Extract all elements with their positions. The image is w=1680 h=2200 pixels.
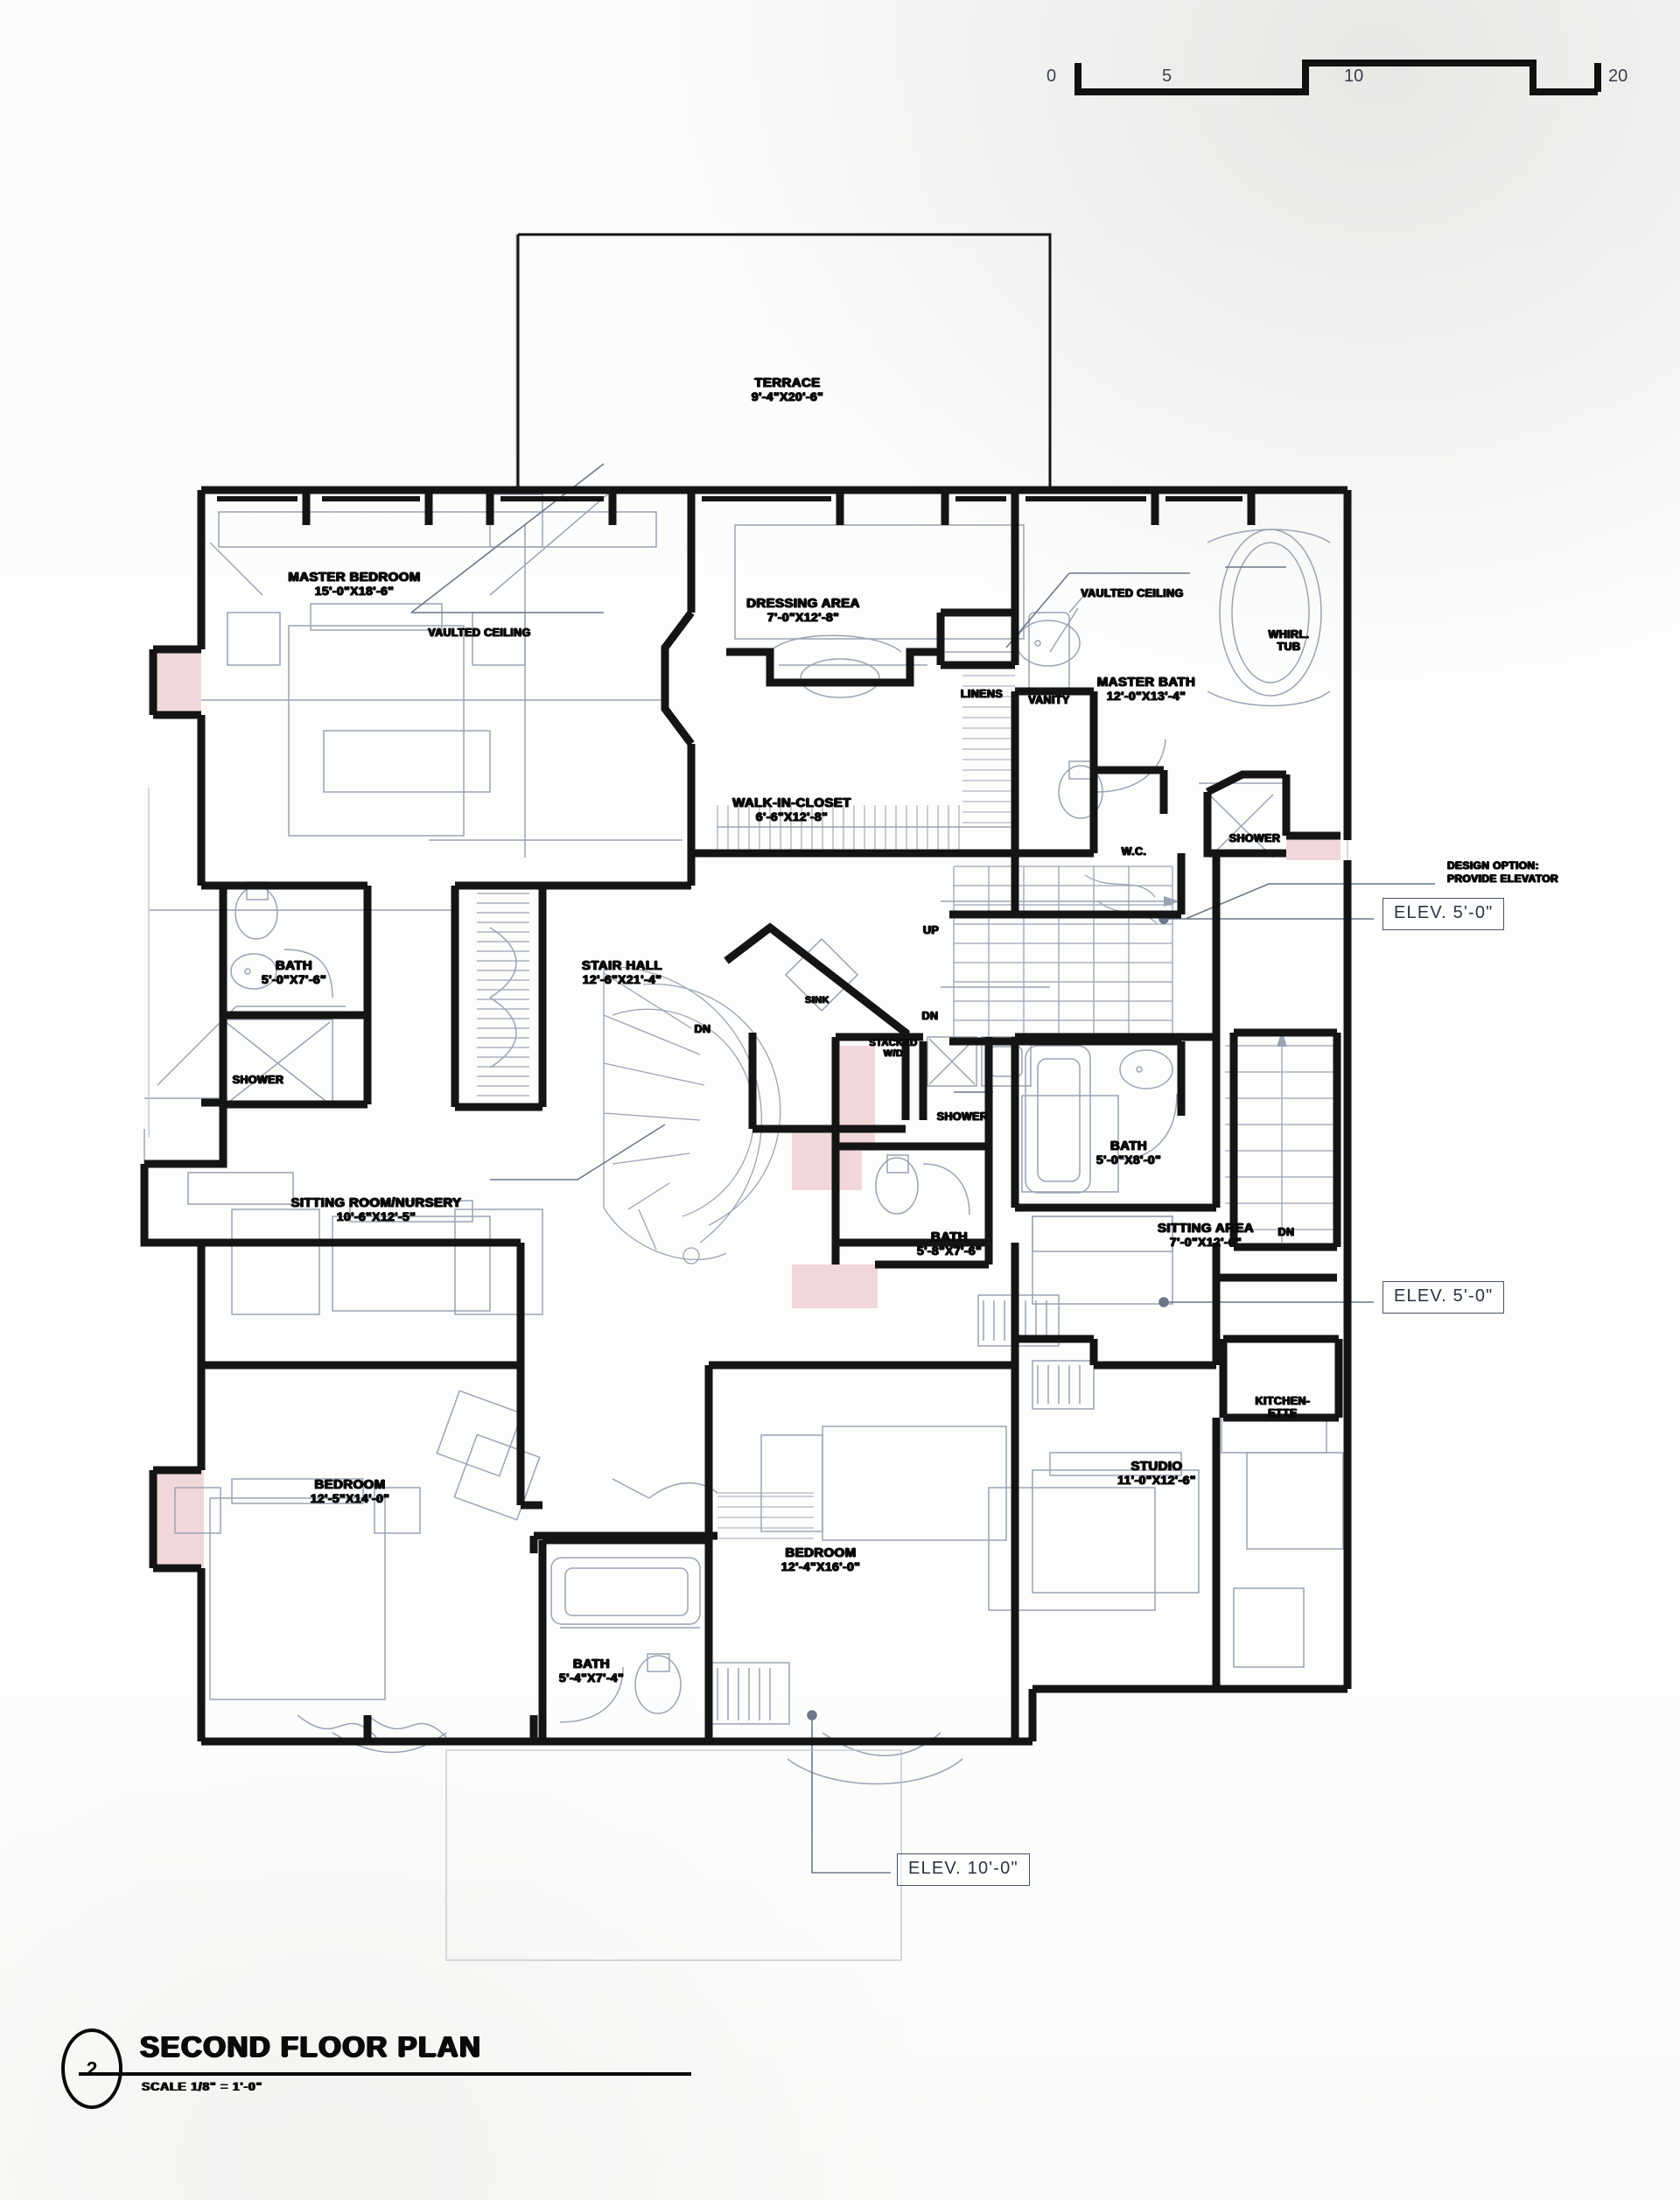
fixture-label-sink: SINK	[805, 994, 830, 1005]
scale-tick-10: 10	[1344, 67, 1364, 86]
walls	[140, 233, 1352, 1746]
scale-note: SCALE 1/8" = 1'-0"	[142, 2079, 262, 2093]
direction-marker-dn-rear-stair: DN	[1278, 1226, 1295, 1238]
furniture-linework	[144, 489, 1344, 1785]
fixture-label-shower-center: SHOWER	[936, 1111, 989, 1123]
fixture-label-water-closet: W.C.	[1121, 845, 1147, 858]
fixture-label-kitchenette: KITCHEN-ETTE	[1255, 1395, 1311, 1419]
scale-tick-20: 20	[1608, 67, 1628, 86]
direction-marker-dn-curved-stair: DN	[694, 1023, 711, 1035]
page-title: SECOND FLOOR PLAN	[140, 2030, 482, 2063]
note-design-option-elevator: DESIGN OPTION:PROVIDE ELEVATOR	[1447, 859, 1559, 885]
fixture-label-shower-master: SHOWER	[1228, 832, 1281, 844]
direction-marker-dn-main-stair: DN	[921, 1010, 939, 1022]
title-block: 2 SECOND FLOOR PLAN SCALE 1/8" = 1'-0"	[52, 2021, 718, 2126]
fixture-label-shower-left: SHOWER	[232, 1074, 284, 1086]
title-underline	[79, 2072, 691, 2076]
direction-marker-up-main-stair: UP	[922, 924, 940, 936]
scale-tick-0: 0	[1046, 67, 1057, 86]
door-jambs	[217, 1685, 1269, 1746]
detail-number-bubble: 2	[61, 2028, 122, 2109]
elevation-callout-bottom[interactable]: ELEV. 10'-0"	[897, 1853, 1030, 1886]
fixture-label-linens: LINENS	[960, 688, 1004, 700]
fixture-label-vanity: VANITY	[1028, 694, 1070, 706]
scale-tick-5: 5	[1162, 67, 1172, 86]
wall-fill-accents	[153, 649, 1340, 1568]
fixture-label-whirl-tub: WHIRL.TUB	[1268, 628, 1310, 653]
annotation-vaulted-ceiling-bath: VAULTED CEILING	[1081, 587, 1184, 599]
elevation-callout-lower-right[interactable]: ELEV. 5'-0"	[1382, 1281, 1505, 1314]
elevation-callout-upper-right[interactable]: ELEV. 5'-0"	[1382, 898, 1505, 930]
annotation-vaulted-ceiling-bedroom: VAULTED CEILING	[428, 627, 531, 639]
